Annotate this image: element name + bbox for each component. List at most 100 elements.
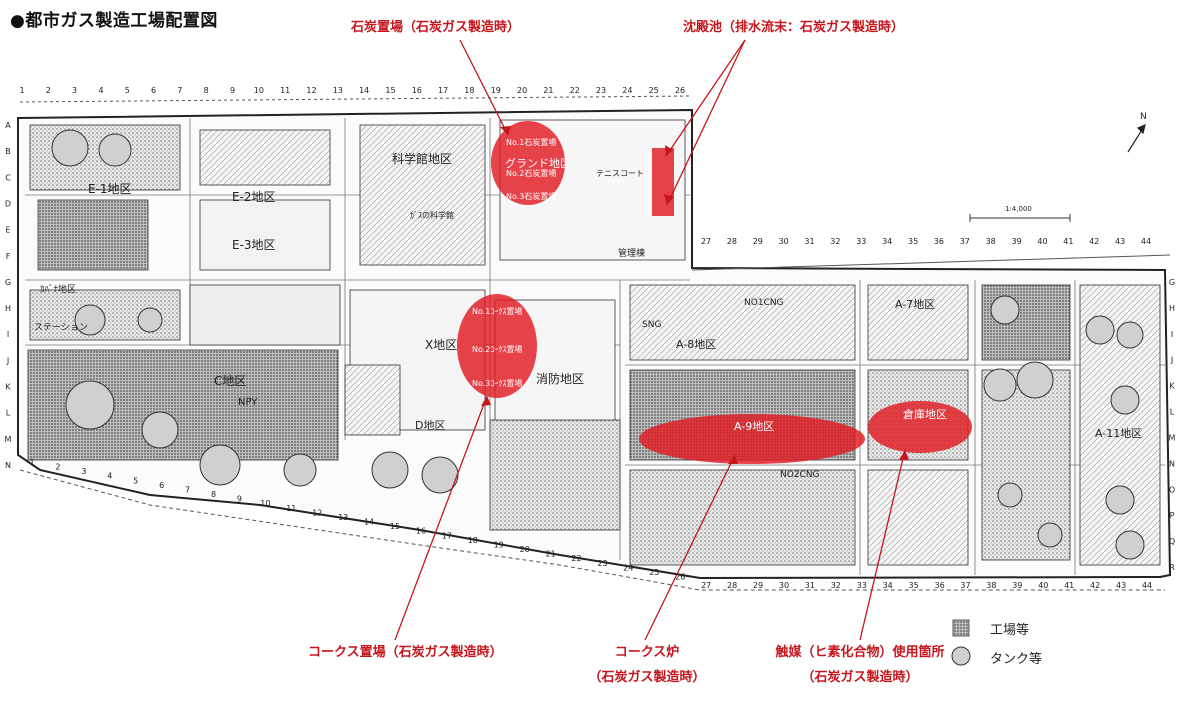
- grid-label-right: Q: [1169, 537, 1175, 546]
- grid-label-right: I: [1171, 330, 1173, 339]
- scale-bar: [969, 214, 1071, 222]
- grid-label-top: 19: [491, 86, 501, 95]
- grid-label-mid: 27: [701, 237, 711, 246]
- grid-label-bottom: 32: [831, 581, 841, 590]
- area-label-e3: E-3地区: [232, 238, 276, 252]
- coke-oven-callout-line2: （石炭ガス製造時）: [588, 670, 706, 685]
- area-label-science: 科学館地区: [392, 152, 453, 166]
- grid-label-top: 16: [412, 86, 422, 95]
- grid-label-left: G: [5, 278, 11, 287]
- coke-yard-callout: コークス置場（石炭ガス製造時）: [308, 645, 503, 660]
- area-label-e2: E-2地区: [232, 190, 276, 204]
- grid-label-mid: 36: [934, 237, 944, 246]
- grid-label-mid: 34: [882, 237, 892, 246]
- grid-label-left: C: [5, 173, 11, 182]
- grid-label-bottom: 43: [1116, 581, 1126, 590]
- grid-label-bottom: 17: [442, 531, 452, 540]
- grid-label-right: K: [1169, 382, 1175, 391]
- south-edge-road: [19, 469, 1165, 591]
- grid-label-mid: 39: [1012, 237, 1022, 246]
- grid-label-bottom: 16: [416, 527, 426, 536]
- grid-label-top: 4: [98, 86, 103, 95]
- area-label-e1: E-1地区: [88, 182, 132, 196]
- area-label-d: D地区: [415, 419, 446, 432]
- grid-label-top: 2: [46, 86, 51, 95]
- grid-label-bottom: 7: [185, 486, 190, 495]
- grid-label-bottom: 12: [312, 508, 322, 517]
- grid-label-bottom: 26: [675, 573, 685, 582]
- highlight-zones: [457, 121, 972, 464]
- label-admin: 管理棟: [618, 249, 646, 259]
- area-label-c: C地区: [214, 374, 247, 388]
- grid-label-bottom: 35: [909, 581, 919, 590]
- grid-label-left: E: [5, 226, 10, 235]
- grid-label-top: 8: [204, 86, 209, 95]
- coke-oven-callout: コークス炉 （石炭ガス製造時）: [577, 641, 717, 685]
- grid-label-mid: 32: [830, 237, 840, 246]
- grid-label-bottom: 18: [468, 536, 478, 545]
- grid-label-top: 12: [306, 86, 316, 95]
- coal-yard-callout: 石炭置場（石炭ガス製造時）: [351, 20, 521, 35]
- grid-label-top: 25: [649, 86, 659, 95]
- grid-label-bottom: 5: [133, 476, 138, 485]
- building-blocks: [27, 119, 1161, 566]
- grid-label-left: B: [5, 147, 11, 156]
- grid-label-bottom: 29: [753, 581, 763, 590]
- coke-oven-callout-line1: コークス炉: [614, 645, 680, 660]
- grid-label-bottom: 1: [29, 458, 34, 467]
- grid-label-right: N: [1169, 459, 1175, 468]
- coal-yard-zone: [491, 121, 565, 205]
- grid-label-top: 13: [333, 86, 343, 95]
- grid-label-left: L: [6, 409, 11, 418]
- grid-label-bottom: 19: [494, 540, 504, 549]
- grid-label-bottom: 10: [260, 499, 270, 508]
- grid-label-bottom: 34: [883, 581, 893, 590]
- grid-label-bottom: 41: [1064, 581, 1074, 590]
- grid-label-bottom: 21: [546, 550, 556, 559]
- grid-label-mid: 31: [804, 237, 814, 246]
- grid-label-top: 23: [596, 86, 606, 95]
- area-label-a8: A-8地区: [676, 338, 717, 351]
- grid-label-top: 3: [72, 86, 77, 95]
- label-coal1: No.1石炭置場: [506, 138, 557, 147]
- grid-label-left: K: [5, 383, 11, 392]
- grid-label-top: 21: [543, 86, 553, 95]
- label-no2cng: NO2CNG: [780, 470, 820, 480]
- grid-label-bottom: 33: [857, 581, 867, 590]
- grid-label-top: 20: [517, 86, 527, 95]
- area-label-x: X地区: [425, 338, 458, 352]
- area-label-a7: A-7地区: [895, 298, 936, 311]
- grid-label-top: 6: [151, 86, 156, 95]
- tank-legend-swatch: [951, 646, 971, 666]
- grid-label-top: 22: [570, 86, 580, 95]
- grid-label-bottom: 31: [805, 581, 815, 590]
- grid-label-bottom: 23: [597, 559, 607, 568]
- grid-label-bottom: 40: [1038, 581, 1048, 590]
- grid-label-top: 9: [230, 86, 235, 95]
- grid-label-top: 26: [675, 86, 685, 95]
- grid-label-bottom: 14: [364, 518, 374, 527]
- leader-lines: [394, 39, 906, 641]
- area-label-a11: A-11地区: [1095, 427, 1143, 440]
- grid-label-right: P: [1170, 511, 1175, 520]
- grid-label-top: 17: [438, 86, 448, 95]
- tank-circles: [51, 129, 1145, 560]
- grid-label-mid: 35: [908, 237, 918, 246]
- grid-label-mid: 44: [1141, 237, 1151, 246]
- grid-label-left: A: [5, 121, 11, 130]
- catalyst-callout-line1: 触媒（ヒ素化合物）使用箇所: [775, 645, 945, 660]
- grid-label-top: 7: [177, 86, 182, 95]
- grid-label-bottom: 8: [211, 490, 216, 499]
- grid-label-bottom: 39: [1012, 581, 1022, 590]
- label-coal2: No.2石炭置場: [506, 169, 557, 178]
- grid-label-bottom: 28: [727, 581, 737, 590]
- grid-label-bottom: 11: [286, 504, 296, 513]
- grid-label-bottom: 44: [1142, 581, 1152, 590]
- grid-label-top: 5: [125, 86, 130, 95]
- area-label-kanagawa: ｶﾊﾞﾅ地区: [40, 285, 77, 295]
- north-arrow: [1127, 123, 1146, 153]
- label-north: N: [1140, 112, 1147, 122]
- area-label-fire: 消防地区: [536, 372, 585, 386]
